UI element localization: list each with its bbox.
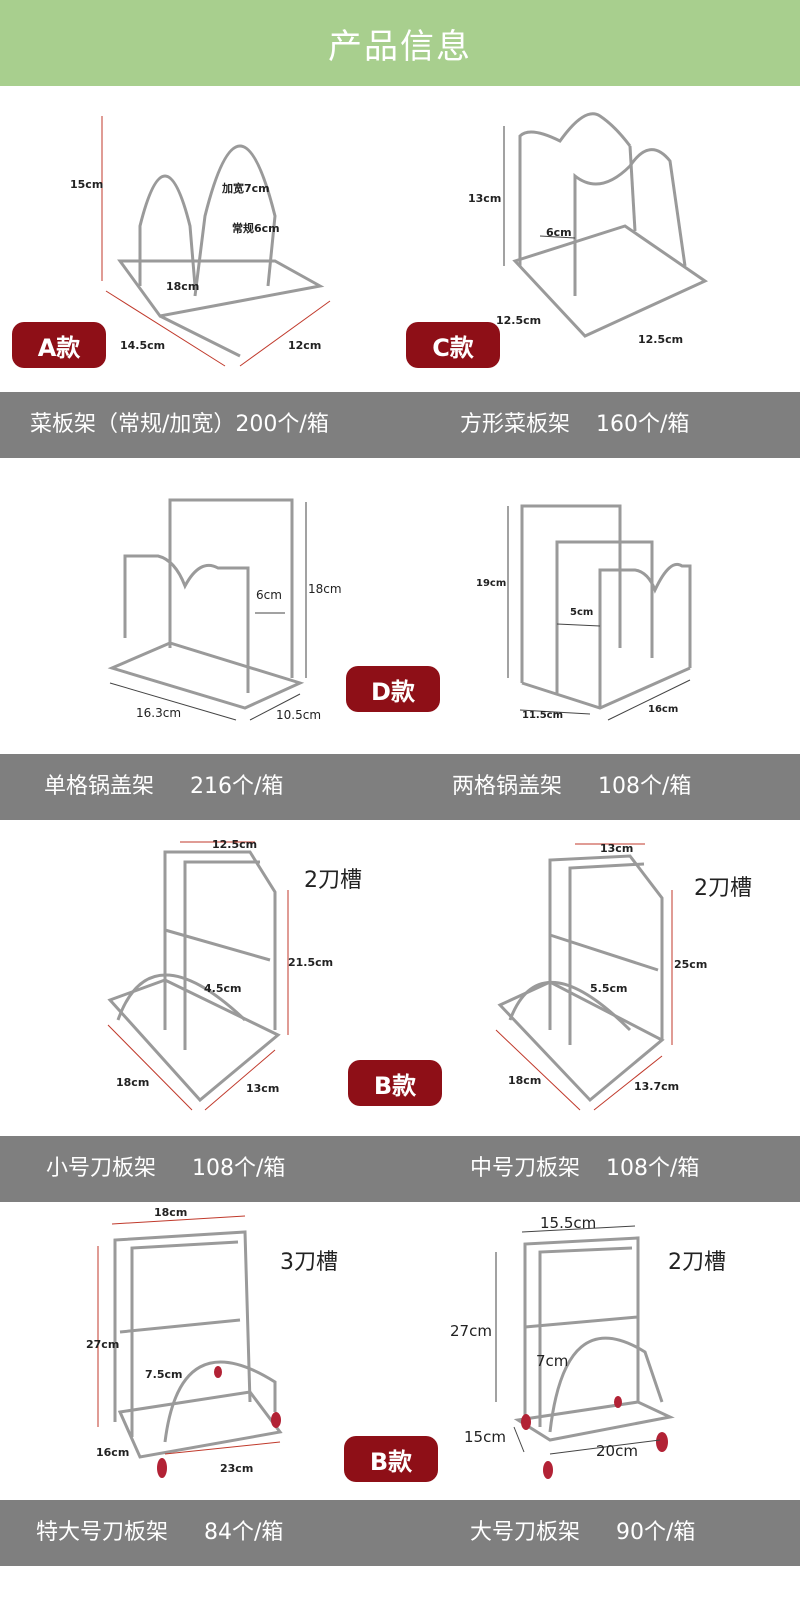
- dim-label: 6cm: [546, 226, 572, 239]
- dim-label: 13.7cm: [634, 1080, 680, 1093]
- dim-label: 13cm: [600, 842, 634, 855]
- product-caption: 大号刀板架 90个/箱: [470, 1500, 695, 1566]
- dim-label: 4.5cm: [204, 982, 242, 995]
- model-badge: C款: [406, 322, 500, 368]
- dim-label: 7.5cm: [145, 1368, 183, 1381]
- dim-label: 加宽7cm: [222, 182, 270, 195]
- caption-text: 特大号刀板架: [36, 1520, 169, 1545]
- model-badge: D款: [346, 666, 440, 712]
- dim-label: 18cm: [508, 1074, 542, 1087]
- dim-label: 5cm: [570, 607, 594, 618]
- knife-slot-label: 3刀槽: [280, 1250, 338, 1275]
- dim-label: 18cm: [308, 582, 342, 596]
- product-caption: 特大号刀板架 84个/箱: [36, 1500, 283, 1566]
- product-section-4: 18cm 27cm 7.5cm 16cm 23cm 3刀槽 B款: [0, 1202, 800, 1500]
- rack-a-illustration: [101, 116, 331, 367]
- dim-label: 14.5cm: [120, 339, 166, 352]
- model-badge: B款: [348, 1060, 442, 1106]
- dim-label: 18cm: [154, 1206, 188, 1219]
- knife-slot-label: 2刀槽: [668, 1250, 726, 1275]
- dim-label: 27cm: [450, 1322, 492, 1340]
- product-b-medium-cell: 13cm 25cm 5.5cm 18cm 13.7cm 2刀槽: [400, 820, 800, 1136]
- product-a-cell: 15cm 加宽7cm 常规6cm 18cm 14.5cm 12cm A款: [0, 86, 400, 392]
- caption-text: 单格锅盖架: [44, 774, 155, 799]
- product-section-3: 12.5cm 21.5cm 4.5cm 18cm 13cm 2刀槽 B款 13c…: [0, 820, 800, 1136]
- caption-text: 中号刀板架: [470, 1156, 581, 1181]
- product-b-xlarge-cell: 18cm 27cm 7.5cm 16cm 23cm 3刀槽 B款: [0, 1202, 438, 1500]
- caption-band-2: 单格锅盖架 216个/箱 两格锅盖架 108个/箱: [0, 754, 800, 820]
- model-badge: B款: [344, 1436, 438, 1482]
- dim-label: 12cm: [288, 339, 322, 352]
- product-b-small-cell: 12.5cm 21.5cm 4.5cm 18cm 13cm 2刀槽 B款: [0, 820, 442, 1136]
- product-c-cell: 13cm 6cm 12.5cm 12.5cm C款: [400, 86, 800, 392]
- caption-qty: 108个/箱: [606, 1156, 700, 1181]
- caption-qty: 108个/箱: [192, 1156, 286, 1181]
- caption-qty: 108个/箱: [598, 774, 692, 799]
- caption-text: 两格锅盖架: [452, 774, 563, 799]
- dim-label: 15.5cm: [540, 1214, 597, 1232]
- rack-d-double-illustration: [507, 504, 692, 721]
- product-caption: 中号刀板架 108个/箱: [470, 1136, 699, 1202]
- rack-d-single-illustration: [107, 498, 307, 721]
- rack-b-xlarge-illustration: [97, 1215, 283, 1478]
- dim-label: 13cm: [468, 192, 502, 205]
- dim-label: 15cm: [70, 178, 104, 191]
- dim-label: 7cm: [536, 1352, 569, 1370]
- product-caption: 方形菜板架 160个/箱: [460, 392, 689, 458]
- dim-label: 23cm: [220, 1462, 254, 1475]
- dim-label: 12.5cm: [212, 838, 258, 851]
- knife-slot-label: 2刀槽: [304, 868, 362, 893]
- dim-label: 16cm: [648, 704, 679, 715]
- dim-label: 18cm: [166, 280, 200, 293]
- knife-slot-label: 2刀槽: [694, 876, 752, 901]
- caption-band-4: 特大号刀板架 84个/箱 大号刀板架 90个/箱: [0, 1500, 800, 1566]
- rack-b-large-illustration: [495, 1225, 675, 1479]
- caption-qty: 216个/箱: [190, 774, 284, 799]
- product-caption: 小号刀板架 108个/箱: [46, 1136, 285, 1202]
- rack-b-medium-illustration: [495, 843, 673, 1111]
- model-badge: A款: [12, 322, 106, 368]
- dim-label: 15cm: [464, 1428, 506, 1446]
- dim-label: 6cm: [256, 588, 282, 602]
- product-b-large-cell: 15.5cm 27cm 7cm 15cm 20cm 2刀槽: [400, 1202, 800, 1500]
- caption-band-3: 小号刀板架 108个/箱 中号刀板架 108个/箱: [0, 1136, 800, 1202]
- caption-text: 方形菜板架: [460, 412, 571, 437]
- dim-label: 27cm: [86, 1338, 120, 1351]
- product-caption: 菜板架（常规/加宽）200个/箱: [30, 392, 329, 458]
- caption-band-1: 菜板架（常规/加宽）200个/箱 方形菜板架 160个/箱: [0, 392, 800, 458]
- dim-label: 5.5cm: [590, 982, 628, 995]
- dim-label: 11.5cm: [522, 710, 564, 721]
- dim-label: 19cm: [476, 578, 507, 589]
- caption-qty: 160个/箱: [596, 412, 690, 437]
- dim-label: 21.5cm: [288, 956, 334, 969]
- dim-label: 13cm: [246, 1082, 280, 1095]
- dim-label: 20cm: [596, 1442, 638, 1460]
- dim-label: 常规6cm: [232, 222, 280, 235]
- dim-label: 12.5cm: [496, 314, 542, 327]
- caption-qty: 84个/箱: [204, 1520, 284, 1545]
- product-caption: 单格锅盖架 216个/箱: [44, 754, 283, 820]
- product-d2-cell: 19cm 5cm 11.5cm 16cm: [400, 458, 800, 754]
- caption-text: 菜板架（常规/加宽）200个/箱: [30, 412, 329, 437]
- rack-b-small-illustration: [107, 841, 289, 1111]
- caption-text: 大号刀板架: [470, 1520, 581, 1545]
- dim-label: 18cm: [116, 1076, 150, 1089]
- dim-label: 16.3cm: [136, 706, 182, 720]
- caption-qty: 90个/箱: [616, 1520, 696, 1545]
- dim-label: 10.5cm: [276, 708, 322, 722]
- page-title: 产品信息: [328, 26, 472, 67]
- product-section-1: 15cm 加宽7cm 常规6cm 18cm 14.5cm 12cm A款 13c…: [0, 86, 800, 392]
- caption-text: 小号刀板架: [46, 1156, 157, 1181]
- product-d1-cell: 6cm 18cm 16.3cm 10.5cm D款: [0, 458, 440, 754]
- dim-label: 25cm: [674, 958, 708, 971]
- product-caption: 两格锅盖架 108个/箱: [452, 754, 691, 820]
- rack-c-illustration: [503, 112, 709, 338]
- product-section-2: 6cm 18cm 16.3cm 10.5cm D款 19cm 5cm 11.5c…: [0, 458, 800, 754]
- dim-label: 16cm: [96, 1446, 130, 1459]
- dim-label: 12.5cm: [638, 333, 684, 346]
- page-header: 产品信息: [0, 0, 800, 86]
